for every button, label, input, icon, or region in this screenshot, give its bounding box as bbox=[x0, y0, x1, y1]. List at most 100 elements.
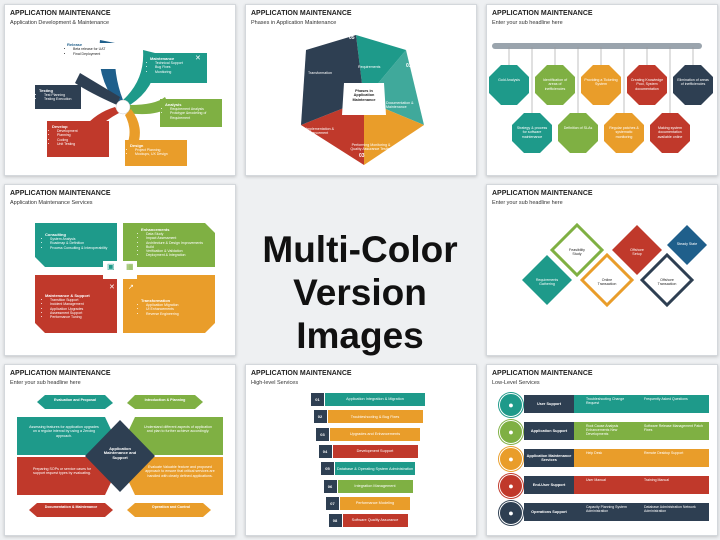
service-number: 04 bbox=[318, 444, 332, 458]
service-number: 07 bbox=[326, 496, 339, 510]
quad-item: Transition Support bbox=[50, 298, 109, 302]
phase-implementation: Implementation & Enhancement bbox=[306, 127, 334, 136]
tag-shape bbox=[604, 113, 644, 153]
diamond-offshore-setup: Offshore Setup bbox=[630, 248, 644, 257]
diamond-diagram bbox=[522, 222, 707, 308]
thumbnail-slide-1[interactable]: APPLICATION MAINTENANCE Application Deve… bbox=[4, 4, 236, 176]
tag-shape bbox=[535, 65, 575, 105]
block-design: Design Project PlanningMockups, UX Desig… bbox=[125, 140, 187, 166]
banner-documentation-head: Documentation & Maintenance bbox=[44, 505, 98, 509]
slide-subtitle: Application Development & Maintenance bbox=[10, 20, 110, 26]
tag-label: Providing a Ticketing System bbox=[584, 78, 618, 87]
person-icon: ● bbox=[499, 474, 523, 498]
service-number: 08 bbox=[328, 514, 342, 528]
diamond-online-transaction: Online Transaction bbox=[597, 278, 617, 287]
thumbnail-slide-5[interactable]: APPLICATION MAINTENANCE Enter your sub h… bbox=[486, 184, 718, 356]
support-item-a: Capacity Planning System Administration bbox=[586, 505, 627, 514]
hanging-tags-diagram bbox=[489, 43, 713, 153]
quad-enhancements: Enhancements Data StudyImpact Assessment… bbox=[141, 227, 211, 258]
svg-text:02: 02 bbox=[412, 141, 418, 147]
service-bar: Performance Modeling bbox=[340, 496, 410, 510]
quad-item: Application Migration bbox=[146, 303, 211, 307]
slide-title: APPLICATION MAINTENANCE bbox=[492, 10, 593, 17]
slide-title: APPLICATION MAINTENANCE bbox=[492, 190, 593, 197]
quad-transformation: Transformation Application MigrationUI E… bbox=[141, 298, 211, 316]
service-bar: Upgrades and Enhancements bbox=[330, 427, 420, 441]
quad-item: Application Upgrades bbox=[50, 307, 109, 311]
person-icon: ● bbox=[499, 420, 523, 444]
tag-shape bbox=[558, 113, 598, 153]
service-number: 03 bbox=[316, 427, 329, 441]
quad-item: Reverse Engineering bbox=[146, 312, 211, 316]
quad-item: Verification & Validation bbox=[146, 249, 211, 253]
service-bar: Integration Management bbox=[337, 479, 413, 493]
quad-item: Performance Tuning bbox=[50, 315, 109, 319]
banner-introduction-head: Introduction & Planning bbox=[144, 398, 186, 402]
slide-title: APPLICATION MAINTENANCE bbox=[10, 10, 111, 17]
service-number: 01 bbox=[311, 393, 324, 406]
quadrant-diagram bbox=[35, 223, 215, 333]
transformation-icon: ↗ bbox=[128, 284, 134, 291]
consulting-icon: ▣ bbox=[107, 262, 115, 271]
slide-subtitle: Enter your sub headline here bbox=[492, 20, 563, 26]
block-testing: Testing Test PlanningTesting Execution bbox=[35, 85, 81, 109]
quad-consulting: Consulting System AnalysisRoadmap & Defi… bbox=[45, 232, 109, 250]
slide-subtitle: Enter your sub headline here bbox=[492, 200, 563, 206]
thumbnail-slide-6[interactable]: APPLICATION MAINTENANCE Enter your sub h… bbox=[4, 364, 236, 536]
banner-operation-head: Operation and Control bbox=[151, 505, 191, 509]
diamond-offshore-transaction: Offshore Transaction bbox=[657, 278, 677, 287]
quad-item: Data Study bbox=[146, 232, 211, 236]
svg-text:01: 01 bbox=[406, 63, 412, 69]
block-develop: Develop DevelopmentPlanningCodingUnit Te… bbox=[47, 121, 109, 157]
thumbnail-slide-8[interactable]: APPLICATION MAINTENANCE Low-Level Servic… bbox=[486, 364, 718, 536]
tools-icon: ✕ bbox=[195, 55, 201, 62]
diamond-requirements: Requirements Gathering bbox=[535, 278, 559, 287]
phase-transformation: Transformation bbox=[308, 71, 333, 75]
quad-item: UI Enhancements bbox=[146, 307, 211, 311]
tag-shape bbox=[489, 65, 529, 105]
thumbnail-slide-7[interactable]: APPLICATION MAINTENANCE High-level Servi… bbox=[245, 364, 477, 536]
banner-documentation-text: Preparing SOPs or service cases for supp… bbox=[32, 467, 92, 476]
enhancements-icon: ▦ bbox=[126, 262, 134, 271]
thumbnail-slide-3[interactable]: APPLICATION MAINTENANCE Enter your sub h… bbox=[486, 4, 718, 176]
support-item-b: Training Manual bbox=[644, 478, 669, 482]
banner-evaluation-head: Evaluation and Proposal bbox=[54, 398, 96, 402]
person-icon: ● bbox=[499, 501, 523, 525]
service-bar: Application Integration & Migration bbox=[325, 393, 425, 406]
support-row-body: Help Desk Remote Desktop Support bbox=[574, 449, 709, 467]
quad-item: System Analysis bbox=[50, 237, 109, 241]
support-item-b: Remote Desktop Support bbox=[644, 451, 684, 455]
slide-subtitle: Application Maintenance Services bbox=[10, 200, 93, 206]
tag-label: Elimination of areas of inefficiencies bbox=[677, 78, 709, 87]
banner-center-label: Application Maintenance and Support bbox=[103, 446, 137, 460]
support-item-a: Help Desk bbox=[586, 451, 603, 455]
support-item-b: Software Release Management Patch Fixes bbox=[644, 424, 703, 433]
support-row-label: Application Support bbox=[524, 422, 574, 440]
thumbnail-slide-2[interactable]: APPLICATION MAINTENANCE Phases in Applic… bbox=[245, 4, 477, 176]
slide-subtitle: Low-Level Services bbox=[492, 380, 540, 386]
svg-text:05: 05 bbox=[349, 35, 355, 41]
tag-label: Making system documentation available on… bbox=[657, 126, 683, 139]
tag-shape bbox=[650, 113, 690, 153]
support-item-a: Troubleshooting Change Request bbox=[586, 397, 625, 406]
banner-diagram bbox=[17, 395, 223, 517]
thumbnail-slide-4[interactable]: APPLICATION MAINTENANCE Application Main… bbox=[4, 184, 236, 356]
tag-label: Gold Analysis bbox=[498, 78, 520, 82]
slide-title: APPLICATION MAINTENANCE bbox=[251, 10, 352, 17]
banner-evaluation-text: Assessing features for application upgra… bbox=[29, 425, 99, 438]
tag-label: Creating Knowledge Pool, System document… bbox=[630, 78, 664, 91]
tag-shape bbox=[673, 65, 713, 105]
quad-item: Roadmap & Definition bbox=[50, 241, 109, 245]
